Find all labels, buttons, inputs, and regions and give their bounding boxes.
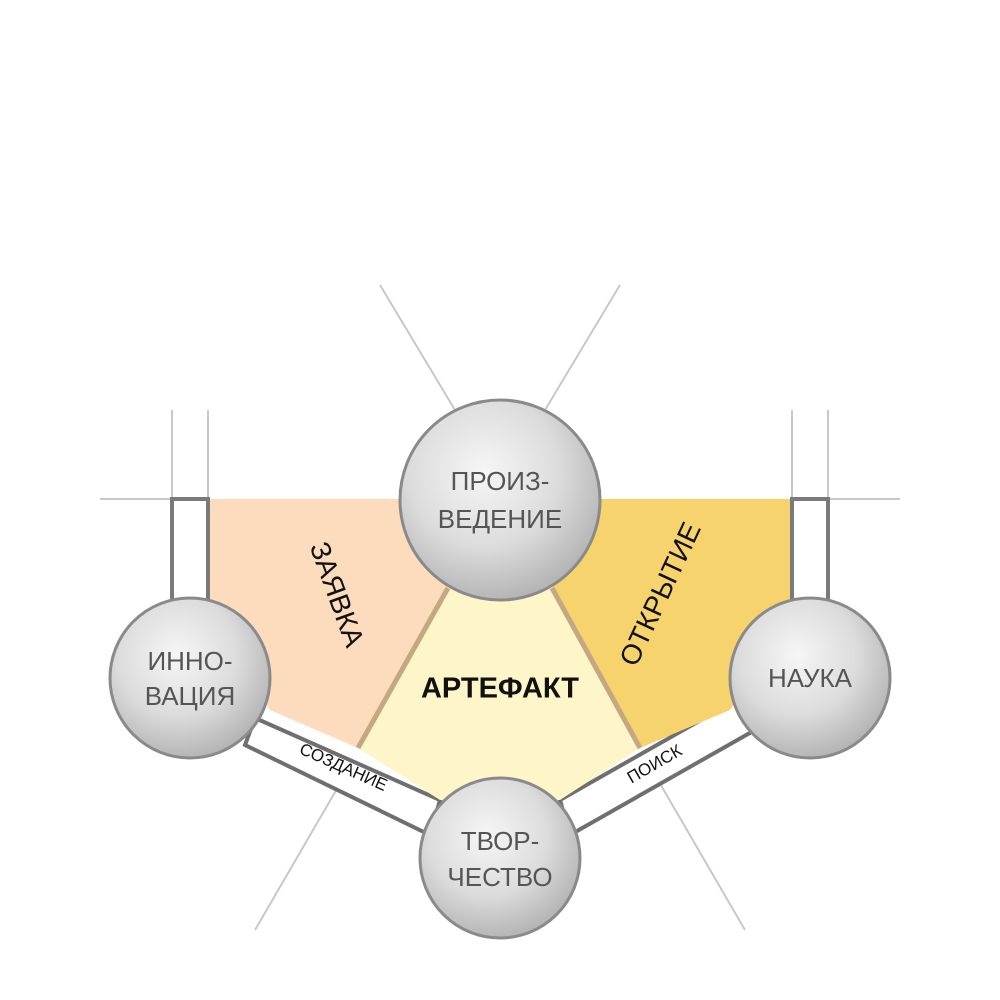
guide-line-top-right: [544, 284, 621, 411]
guide-lines: [100, 284, 900, 931]
guide-line-bottom-right: [654, 774, 746, 931]
node-top: ПРОИЗ- ВЕДЕНИЕ: [398, 398, 602, 602]
node-bottom-label-line1: ТВОР-: [461, 826, 540, 856]
sector-divider-left: [355, 586, 451, 750]
sector-label-center: АРТЕФАКТ: [421, 673, 579, 705]
frame-left-outer: [170, 497, 210, 620]
node-left-label-line2: ВАЦИЯ: [145, 681, 236, 711]
sector-center: [358, 588, 640, 800]
node-bottom-circle: [418, 776, 582, 940]
guide-line-bottom-left: [254, 774, 346, 931]
guide-line-top-left: [379, 284, 456, 411]
node-bottom: ТВОР- ЧЕСТВО: [418, 776, 582, 940]
node-left: ИННО- ВАЦИЯ: [108, 596, 272, 760]
frame-right-outer: [790, 497, 830, 620]
node-top-circle: [398, 398, 602, 602]
sector-divider-right: [549, 586, 643, 750]
node-right-circle: [728, 596, 892, 760]
node-top-label-line2: ВЕДЕНИЕ: [438, 504, 562, 534]
node-top-label-line1: ПРОИЗ-: [451, 466, 550, 496]
node-left-circle: [108, 596, 272, 760]
node-left-label-line1: ИННО-: [147, 646, 232, 676]
node-bottom-label-line2: ЧЕСТВО: [447, 862, 552, 892]
node-right: НАУКА: [728, 596, 892, 760]
node-right-label-line1: НАУКА: [768, 663, 853, 693]
